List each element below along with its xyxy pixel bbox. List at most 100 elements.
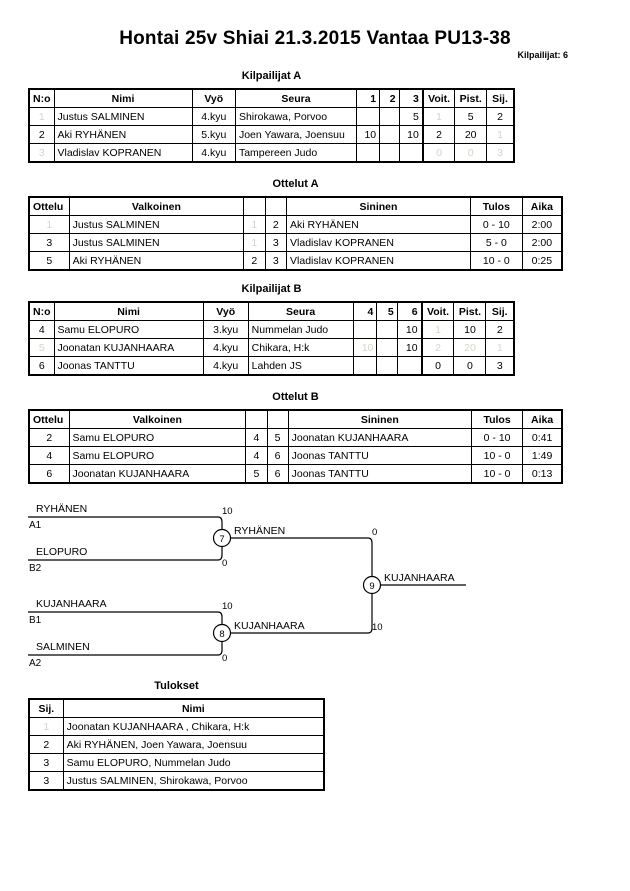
cell-rank: 3 (28, 771, 64, 791)
bracket-semi1-top-score: 10 (222, 506, 233, 517)
cell-blue: Aki RYHÄNEN (286, 215, 471, 234)
cell-rank: 1 (485, 338, 515, 357)
cell-rank: 3 (486, 143, 515, 163)
col-opp-2: 2 (379, 88, 400, 108)
col-opp-6: 6 (396, 301, 423, 321)
cell-points: 0 (454, 143, 488, 163)
table-row: 5 Aki RYHÄNEN 2 3 Vladislav KOPRANEN 10 … (28, 251, 563, 271)
bracket-final-bottom-score: 10 (372, 622, 383, 633)
cell-wins: 2 (421, 338, 455, 357)
bracket-semi2-bottom-name: SALMINEN (36, 641, 90, 653)
caption-matches-b: Ottelut B (272, 391, 319, 403)
cell-wins: 1 (422, 107, 456, 126)
bracket-semi1-bottom-name: ELOPURO (36, 546, 87, 558)
cell-belt: 5.kyu (191, 125, 236, 144)
cell-score (398, 143, 424, 163)
cell-score: 10 (396, 338, 423, 357)
cell-blue-no: 2 (264, 215, 288, 234)
cell-blue: Joonas TANTTU (287, 446, 473, 465)
col-belt: Vyö (202, 301, 249, 321)
table-row: 2 Aki RYHÄNEN 5.kyu Joen Yawara, Joensuu… (28, 125, 515, 144)
cell-wins: 1 (421, 320, 455, 339)
col-name: Nimi (53, 301, 204, 321)
cell-blue: Joonas TANTTU (287, 464, 473, 484)
cell-rank: 2 (28, 735, 64, 754)
table-row: 4 Samu ELOPURO 4 6 Joonas TANTTU 10 - 0 … (28, 446, 563, 465)
cell-belt: 4.kyu (191, 107, 236, 126)
cell-score (379, 107, 400, 126)
col-blue: Sininen (286, 196, 471, 216)
cell-no: 1 (28, 107, 55, 126)
cell-time: 0:13 (522, 464, 563, 484)
cell-belt: 4.kyu (202, 338, 249, 357)
cell-belt: 4.kyu (191, 143, 236, 163)
bracket-semi1-winner: RYHÄNEN (234, 525, 285, 537)
cell-points: 10 (453, 320, 487, 339)
bracket-semi2-top-seed: B1 (29, 615, 42, 626)
cell-club: Nummelan Judo (247, 320, 354, 339)
cell-wins: 2 (422, 125, 456, 144)
matches-a-table: Ottelu Valkoinen Sininen Tulos Aika 1 Ju… (28, 196, 563, 271)
cell-club: Tampereen Judo (234, 143, 357, 163)
cell-rank: 2 (486, 107, 515, 126)
cell-points: 20 (454, 125, 488, 144)
cell-name: Aki RYHÄNEN, Joen Yawara, Joensuu (62, 735, 325, 754)
table-row: 2 Samu ELOPURO 4 5 Joonatan KUJANHAARA 0… (28, 428, 563, 447)
col-club: Seura (234, 88, 357, 108)
cell-name: Justus SALMINEN, Shirokawa, Porvoo (62, 771, 325, 791)
cell-white-no: 5 (245, 464, 268, 484)
cell-white: Samu ELOPURO (68, 446, 247, 465)
cell-score (376, 338, 398, 357)
col-time: Aika (521, 196, 563, 216)
cell-name: Joonatan KUJANHAARA (53, 338, 204, 357)
cell-club: Lahden JS (247, 356, 354, 376)
bracket-final-top-score: 0 (372, 527, 377, 538)
bracket-match-7-number: 7 (219, 534, 224, 545)
cell-score (355, 143, 381, 163)
table-row: 5 Joonatan KUJANHAARA 4.kyu Chikara, H:k… (28, 338, 515, 357)
cell-club: Shirokawa, Porvoo (234, 107, 357, 126)
cell-score: 10 (352, 338, 378, 357)
cell-score (376, 356, 398, 376)
cell-name: Joonas TANTTU (53, 356, 204, 376)
col-opp-1: 1 (355, 88, 381, 108)
cell-white-no: 2 (243, 251, 266, 271)
caption-results: Tulokset (154, 680, 199, 692)
cell-name: Vladislav KOPRANEN (53, 143, 193, 163)
cell-white-no: 4 (245, 428, 268, 447)
cell-score: 5 (398, 107, 424, 126)
entrant-count: Kilpailijat: 6 (517, 50, 568, 60)
bracket-semi1-top-name: RYHÄNEN (36, 503, 87, 515)
cell-name: Joonatan KUJANHAARA , Chikara, H:k (62, 717, 325, 736)
cell-match-no: 4 (28, 446, 70, 465)
cell-white: Joonatan KUJANHAARA (68, 464, 247, 484)
col-opp-3: 3 (398, 88, 424, 108)
col-blue: Sininen (287, 409, 473, 429)
cell-score (352, 356, 378, 376)
bracket-champion: KUJANHAARA (384, 572, 455, 584)
pool-b-table: N:o Nimi Vyö Seura 4 5 6 Voit. Pist. Sij… (28, 301, 515, 376)
cell-blue-no: 3 (264, 251, 288, 271)
cell-name: Aki RYHÄNEN (53, 125, 193, 144)
cell-no: 4 (28, 320, 55, 339)
cell-match-no: 1 (28, 215, 70, 234)
cell-wins: 0 (421, 356, 455, 376)
cell-result: 0 - 10 (471, 428, 524, 447)
col-wins: Voit. (422, 88, 456, 108)
col-points: Pist. (453, 301, 487, 321)
col-white: Valkoinen (68, 409, 247, 429)
col-white-no (245, 409, 268, 429)
cell-no: 2 (28, 125, 55, 144)
col-match: Ottelu (28, 409, 70, 429)
cell-blue-no: 6 (266, 464, 289, 484)
col-time: Aika (522, 409, 563, 429)
cell-white: Justus SALMINEN (68, 215, 245, 234)
col-result: Tulos (469, 196, 523, 216)
cell-no: 5 (28, 338, 55, 357)
cell-club: Chikara, H:k (247, 338, 354, 357)
col-rank: Sij. (28, 698, 64, 718)
bracket-semi2-bottom-seed: A2 (29, 658, 42, 669)
cell-rank: 1 (486, 125, 515, 144)
table-header-row: N:o Nimi Vyö Seura 4 5 6 Voit. Pist. Sij… (28, 301, 515, 321)
cell-white-no: 1 (243, 233, 266, 252)
